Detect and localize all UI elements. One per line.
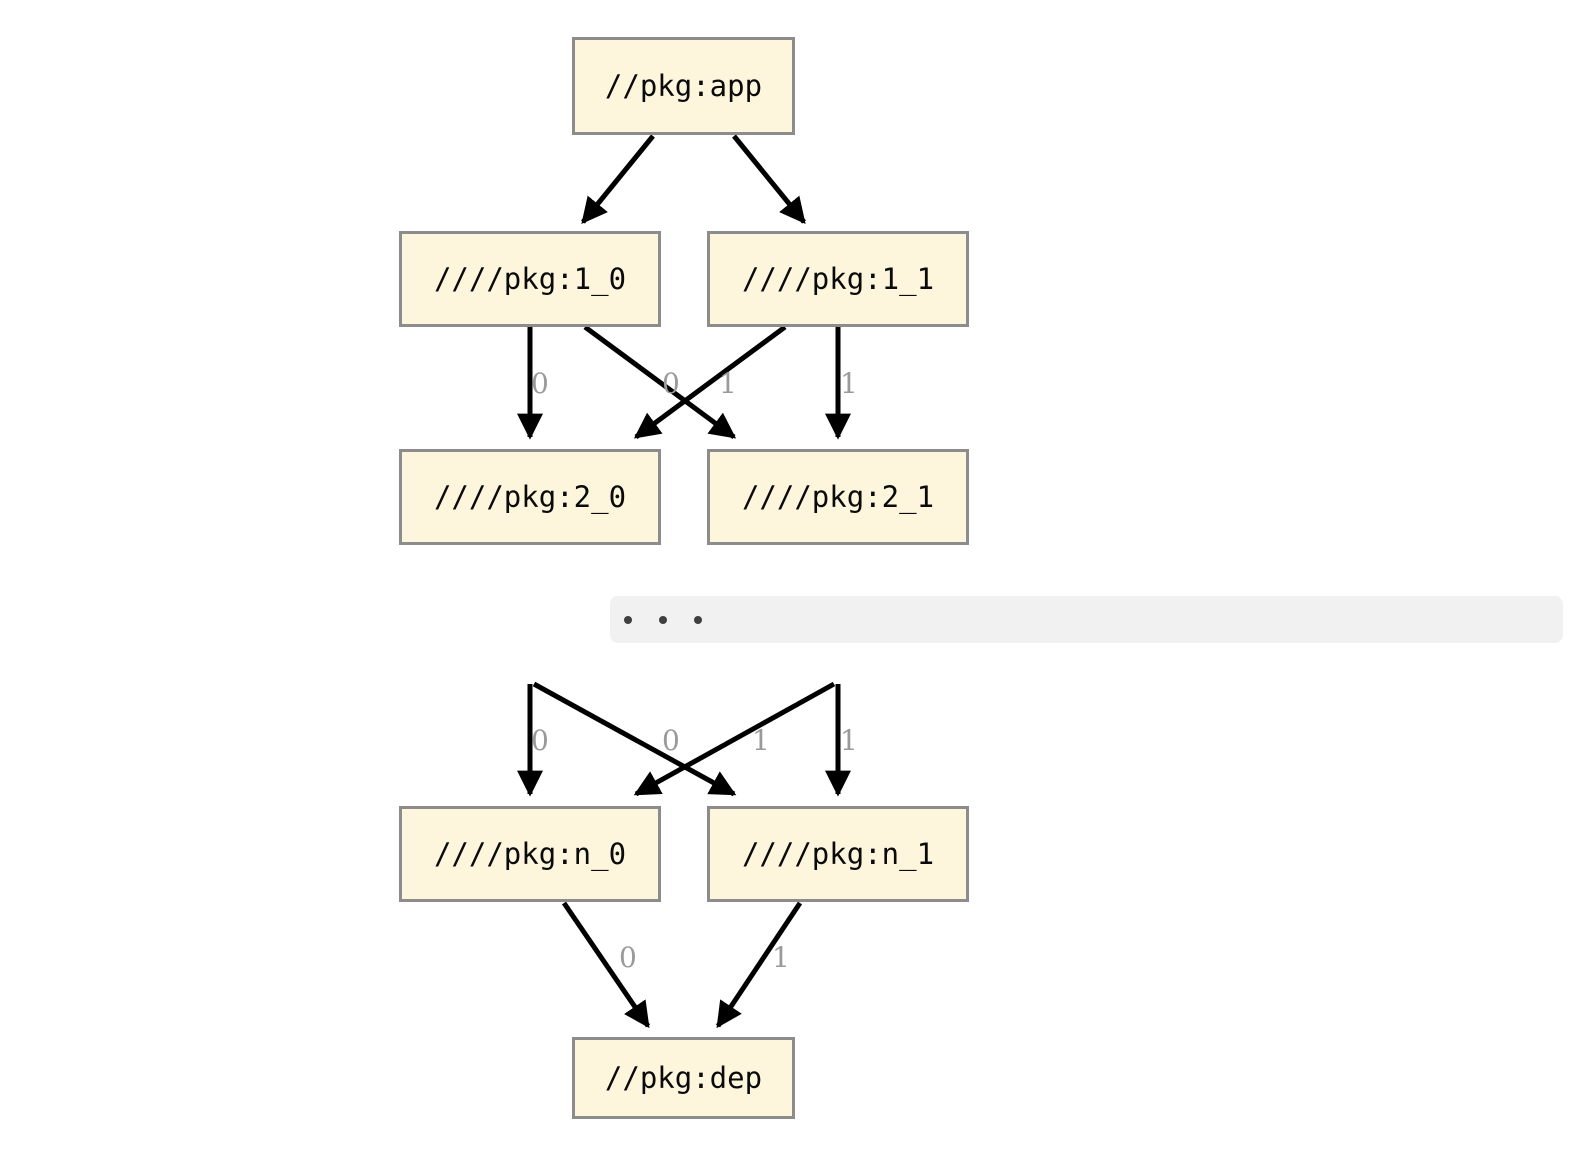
node-label: ////pkg:n_1 xyxy=(741,836,935,871)
node-pkg-2_1[interactable]: ////pkg:2_1 xyxy=(707,449,969,545)
edge-truncated-to-n_1 xyxy=(532,681,737,797)
node-label: //pkg:dep xyxy=(604,1060,763,1095)
node-label: ////pkg:1_1 xyxy=(741,261,935,296)
node-pkg-n_1[interactable]: ////pkg:n_1 xyxy=(707,806,969,902)
edge-label-1_0-to-2_1: 0 xyxy=(662,367,680,400)
edge-label-1_0-to-2_0: 0 xyxy=(531,367,549,400)
node-label: ////pkg:n_0 xyxy=(433,836,627,871)
edge-app-to-1_1 xyxy=(732,134,806,225)
node-pkg-1_1[interactable]: ////pkg:1_1 xyxy=(707,231,969,327)
node-label: ////pkg:2_1 xyxy=(741,479,935,514)
edge-1_1-to-2_0 xyxy=(633,324,787,440)
edge-label-truncated2-to-n_0: 1 xyxy=(752,724,770,757)
edge-label-truncated-to-n_1: 0 xyxy=(662,724,680,757)
ellipsis-dot-2 xyxy=(659,615,667,624)
ellipsis-dots xyxy=(624,615,702,624)
edge-label-1_1-to-2_0: 1 xyxy=(719,367,737,400)
node-label: //pkg:app xyxy=(604,68,763,103)
edge-label-truncated-to-n_0: 0 xyxy=(531,724,549,757)
edge-label-1_1-to-2_1: 1 xyxy=(840,367,858,400)
node-pkg-dep[interactable]: //pkg:dep xyxy=(572,1037,795,1119)
node-pkg-app[interactable]: //pkg:app xyxy=(572,37,795,135)
edge-label-n_0-to-dep: 0 xyxy=(619,941,637,974)
edge-1_0-to-2_1 xyxy=(583,324,737,440)
node-pkg-n_0[interactable]: ////pkg:n_0 xyxy=(399,806,661,902)
ellipsis-dot-3 xyxy=(694,615,702,624)
edge-label-truncated2-to-n_1: 1 xyxy=(840,724,858,757)
node-pkg-1_0[interactable]: ////pkg:1_0 xyxy=(399,231,661,327)
ellipsis-dot-1 xyxy=(624,615,632,624)
node-label: ////pkg:2_0 xyxy=(433,479,627,514)
edge-label-n_1-to-dep: 1 xyxy=(772,941,790,974)
truncation-ellipsis-band xyxy=(610,596,1563,643)
edge-app-to-1_0 xyxy=(581,134,655,225)
node-pkg-2_0[interactable]: ////pkg:2_0 xyxy=(399,449,661,545)
node-label: ////pkg:1_0 xyxy=(433,261,627,296)
